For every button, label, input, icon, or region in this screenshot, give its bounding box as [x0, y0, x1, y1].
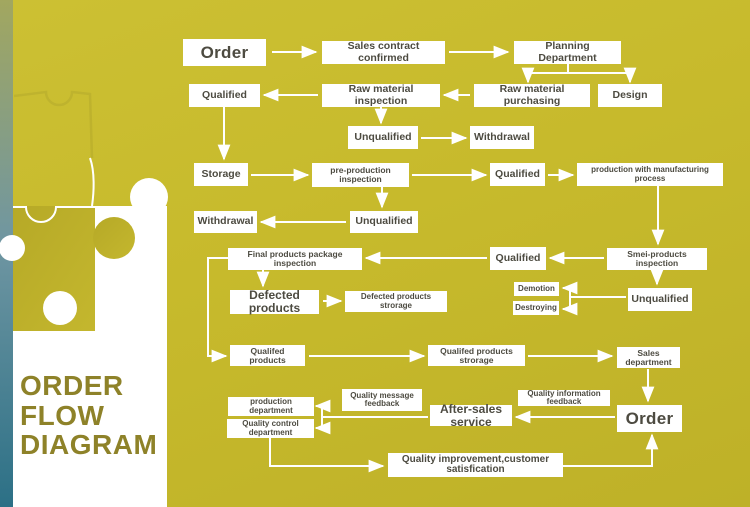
- connector-26: [207, 257, 228, 363]
- node-qualified-raw: Qualified: [189, 84, 260, 107]
- node-quality-information-feedback: Quality information feedback: [518, 389, 610, 406]
- node-sales-department: Sales department: [617, 347, 680, 368]
- node-qualified-preprod: Qualified: [490, 163, 545, 186]
- node-order-top: Order: [183, 39, 266, 66]
- node-unqualified-semi: Unqualified: [628, 288, 692, 311]
- title-block: ORDER FLOW DIAGRAM: [20, 371, 170, 460]
- node-smei-products-inspection: Smei-products inspection: [607, 248, 707, 270]
- node-planning-department: Planning Department: [514, 41, 621, 64]
- node-qualified-semi: Qualified: [490, 247, 546, 270]
- node-withdrawal-preprod: Withdrawal: [194, 211, 257, 233]
- connector-36: [563, 433, 659, 467]
- node-qualifed-products-strorage: Qualifed products strorage: [428, 345, 525, 366]
- node-quality-message-feedback: Quality message feedback: [342, 389, 422, 411]
- node-final-package-inspection: Final products package inspection: [228, 248, 362, 270]
- node-storage: Storage: [194, 163, 248, 186]
- node-design: Design: [598, 84, 662, 107]
- node-order-bottom: Order: [617, 405, 682, 432]
- node-quality-improvement: Quality improvement,customer satisficati…: [388, 453, 563, 477]
- node-defected-products: Defected products: [230, 289, 319, 314]
- node-raw-material-purchasing: Raw material purchasing: [474, 84, 590, 107]
- node-destroying: Destroying: [513, 301, 559, 315]
- node-sales-contract-confirmed: Sales contract confirmed: [322, 41, 445, 64]
- connector-35: [269, 438, 385, 473]
- node-after-sales-service: After-sales service: [430, 403, 512, 428]
- node-production-department: production department: [228, 397, 314, 416]
- title-line-3: DIAGRAM: [20, 429, 158, 460]
- node-production-with-mfg: production with manufacturing process: [577, 163, 723, 186]
- node-quality-control-department: Quality control department: [227, 419, 314, 438]
- node-raw-material-inspection: Raw material inspection: [322, 84, 440, 107]
- node-qualifed-products: Qualifed products: [230, 345, 305, 366]
- title-line-1: ORDER: [20, 370, 124, 401]
- title-line-2: FLOW: [20, 399, 105, 431]
- node-unqualified-preprod: Unqualified: [350, 211, 418, 233]
- node-unqualified-raw: Unqualified: [348, 126, 418, 149]
- node-pre-production-inspection: pre-production inspection: [312, 163, 409, 187]
- node-defected-products-strorage: Defected products strorage: [345, 291, 447, 312]
- node-demotion: Demotion: [514, 282, 559, 296]
- node-withdrawal-raw: Withdrawal: [470, 126, 534, 149]
